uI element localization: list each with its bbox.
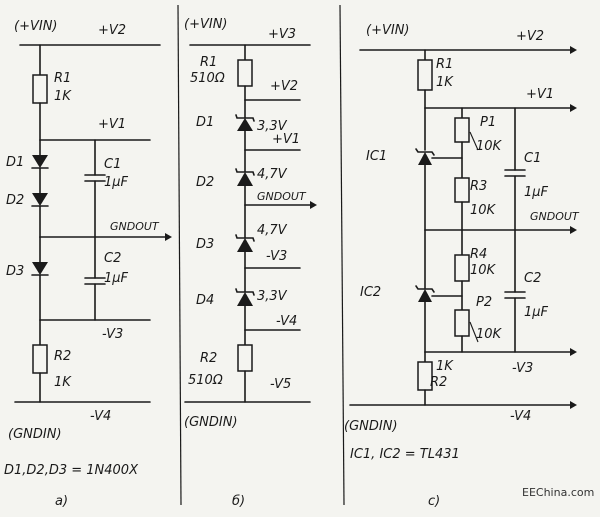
label-c2-a: C2: [104, 251, 121, 266]
divider-bc: [339, 4, 345, 506]
label-c2v-a: 1µF: [104, 271, 129, 286]
zener-d4-b: [237, 292, 253, 306]
ic2-shunt: [418, 289, 432, 302]
label-d1-a: D1: [6, 155, 24, 170]
label-r3: R3: [470, 179, 487, 194]
label-v1-a: +V1: [98, 117, 126, 132]
caption-a: a): [55, 494, 68, 509]
label-v3-c: -V3: [512, 361, 533, 376]
label-r1v-b: 510Ω: [190, 71, 225, 86]
ic1-shunt: [418, 152, 432, 165]
caption-c: c): [428, 494, 440, 509]
label-r1v-c: 1K: [436, 75, 454, 90]
label-vin-c: (+VIN): [366, 23, 410, 38]
label-gndout-c: GNDOUT: [530, 210, 580, 223]
label-d2-a: D2: [6, 193, 24, 208]
resistor-r2-a: [32, 344, 48, 374]
diode-d1-a: [32, 155, 48, 168]
label-d2-b: D2: [196, 175, 214, 190]
label-r2-a: R2: [54, 349, 71, 364]
potentiometer-p1: [454, 117, 470, 143]
label-r1-a: R1: [54, 71, 71, 86]
label-r1-b: R1: [200, 55, 217, 70]
label-v3-a: -V3: [102, 327, 123, 342]
zener-d3-b: [237, 238, 253, 252]
label-gndout-b: GNDOUT: [257, 190, 307, 203]
label-r2-b: R2: [200, 351, 217, 366]
label-ic1: IC1: [366, 149, 387, 164]
label-c1-a: C1: [104, 157, 121, 172]
label-d1-b: D1: [196, 115, 214, 130]
label-vin-a: (+VIN): [14, 19, 58, 34]
label-v5-b: -V5: [270, 377, 291, 392]
label-vin-b: (+VIN): [184, 17, 228, 32]
resistor-r1-a: [32, 74, 48, 104]
label-d4v-b: 3,3V: [257, 289, 288, 304]
label-d3-b: D3: [196, 237, 214, 252]
label-d4-b: D4: [196, 293, 214, 308]
zener-d1-b: [237, 118, 253, 131]
resistor-r1-c: [417, 59, 433, 91]
resistor-r1-b: [237, 59, 253, 87]
label-v1-b: +V1: [272, 132, 300, 147]
diode-d2-a: [32, 193, 48, 206]
label-r2-c: R2: [430, 375, 447, 390]
label-v4-a: -V4: [90, 409, 111, 424]
divider-ab: [177, 4, 182, 506]
label-d2v-b: 4,7V: [257, 167, 288, 182]
label-v3n-b: -V3: [266, 249, 287, 264]
label-v4-c: -V4: [510, 409, 531, 424]
label-p1v: 10K: [476, 139, 503, 154]
resistor-r2-b: [237, 344, 253, 372]
panel-b: (+VIN) +V3 R1 510Ω +V2 D1 3,3V +V1 D2 4,…: [184, 17, 317, 509]
label-c2-c: C2: [524, 271, 541, 286]
label-v3-b: +V3: [268, 27, 296, 42]
panel-c: (+VIN) +V2 R1 1K +V1 P1 10K IC1 C1 R3 1µ…: [344, 23, 580, 509]
diode-d3-a: [32, 262, 48, 275]
label-c1-c: C1: [524, 151, 541, 166]
resistor-r3-c: [454, 177, 470, 203]
label-v1-c: +V1: [526, 87, 554, 102]
label-c1v-a: 1µF: [104, 175, 129, 190]
label-gndin-c: (GNDIN): [344, 419, 398, 434]
label-gndin-b: (GNDIN): [184, 415, 238, 430]
label-r2v-b: 510Ω: [188, 373, 223, 388]
label-v2-c: +V2: [516, 29, 544, 44]
label-r1-c: R1: [436, 57, 453, 72]
label-r1v-a: 1K: [54, 89, 72, 104]
label-r4: R4: [470, 247, 487, 262]
label-c1v-c: 1µF: [524, 185, 549, 200]
potentiometer-p2: [454, 309, 470, 337]
caption-b: б): [232, 494, 245, 509]
label-ic2: IC2: [360, 285, 381, 300]
note-c: IC1, IC2 = TL431: [350, 447, 460, 462]
panel-a: (+VIN) +V2 R1 1K +V1 D1 C1 1µF D2 GNDOUT…: [4, 19, 172, 509]
label-gndin-a: (GNDIN): [8, 427, 62, 442]
label-d1v-b: 3,3V: [257, 119, 288, 134]
label-d3-a: D3: [6, 264, 24, 279]
label-p1: P1: [480, 115, 496, 130]
label-r2v-c: 1K: [436, 359, 454, 374]
label-v4-b: -V4: [276, 314, 297, 329]
label-gndout-a: GNDOUT: [110, 220, 160, 233]
label-c2v-c: 1µF: [524, 305, 549, 320]
label-d3v-b: 4,7V: [257, 223, 288, 238]
label-p2: P2: [476, 295, 492, 310]
label-p2v: 10K: [476, 327, 503, 342]
watermark: EEChina.com: [522, 486, 594, 499]
label-r4v: 10K: [470, 263, 497, 278]
label-r3v: 10K: [470, 203, 497, 218]
zener-d2-b: [237, 172, 253, 186]
resistor-r4-c: [454, 254, 470, 282]
label-r2v-a: 1K: [54, 375, 72, 390]
label-v2-a: +V2: [98, 23, 126, 38]
note-a: D1,D2,D3 = 1N400X: [4, 463, 139, 478]
label-v2-b: +V2: [270, 79, 298, 94]
